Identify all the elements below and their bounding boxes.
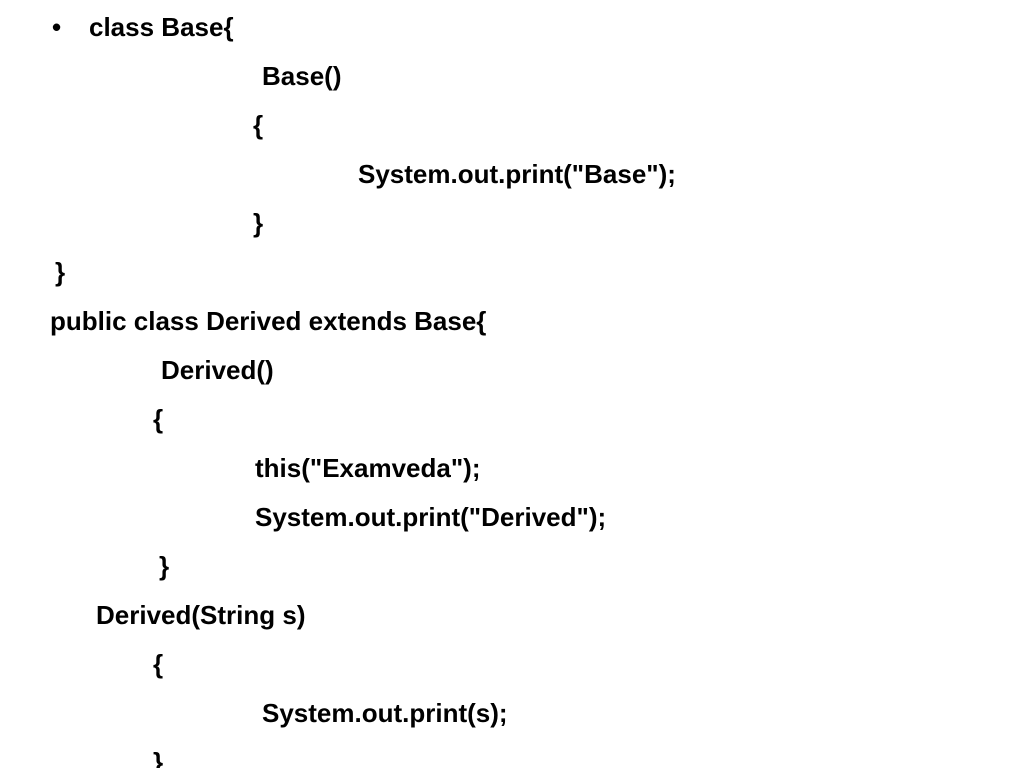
code-line-7: public class Derived extends Base{	[50, 306, 487, 336]
bullet-marker: •	[52, 12, 62, 42]
code-line-11: System.out.print("Derived");	[255, 502, 607, 532]
code-line-1: class Base{	[89, 12, 234, 42]
code-line-9: {	[153, 404, 164, 434]
code-line-8: Derived()	[161, 355, 274, 385]
code-line-10: this("Examveda");	[255, 453, 481, 483]
code-line-12: }	[159, 551, 170, 581]
code-line-16: }	[153, 747, 164, 768]
code-line-13: Derived(String s)	[96, 600, 306, 630]
code-line-3: {	[253, 110, 264, 140]
code-line-5: }	[253, 208, 264, 238]
code-line-14: {	[153, 649, 164, 679]
code-line-15: System.out.print(s);	[262, 698, 508, 728]
code-line-6: }	[55, 257, 66, 287]
code-line-4: System.out.print("Base");	[358, 159, 676, 189]
code-line-2: Base()	[262, 61, 342, 91]
